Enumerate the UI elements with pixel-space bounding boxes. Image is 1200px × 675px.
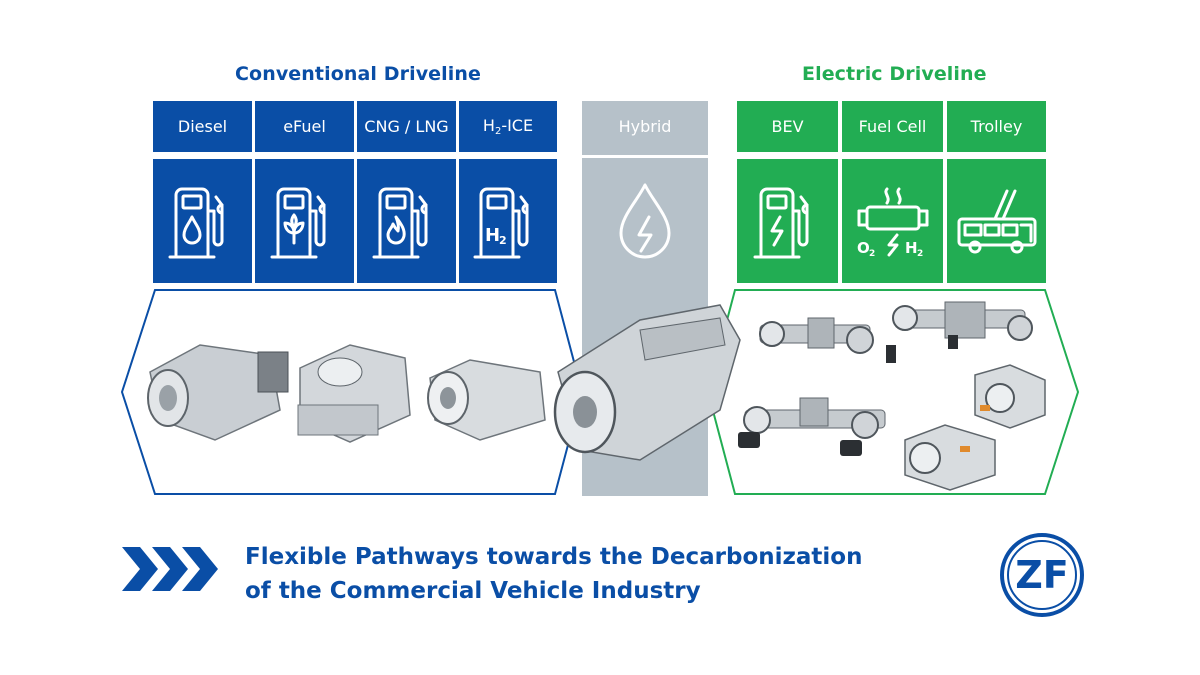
label-h2-ice: H2-ICE — [459, 101, 557, 152]
h2-ice-main: H — [482, 116, 495, 135]
icon-box-hybrid — [582, 159, 708, 283]
e-drive-image-1 — [974, 364, 1046, 429]
label-efuel-text: eFuel — [283, 117, 326, 136]
headline-line-2: of the Commercial Vehicle Industry — [245, 578, 701, 604]
label-fuel-cell: Fuel Cell — [842, 101, 943, 152]
zf-logo: ZF — [1000, 533, 1084, 617]
icon-box-diesel — [153, 159, 252, 283]
label-diesel-text: Diesel — [177, 117, 228, 136]
fuel-pump-droplet-icon — [168, 187, 223, 259]
e-axle-image-1 — [759, 317, 896, 363]
label-diesel: Diesel — [153, 101, 252, 152]
charging-station-icon — [753, 187, 808, 259]
triple-chevron-right-icon — [122, 547, 218, 591]
icon-box-cng-lng — [357, 159, 456, 283]
icon-box-trolley — [947, 159, 1046, 283]
fuel-pump-h2-icon: H 2 — [473, 187, 529, 259]
electric-driveline-title: Electric Driveline — [802, 63, 987, 85]
o2-text: O — [857, 239, 870, 257]
h2-ice-sub: 2 — [494, 126, 502, 137]
label-cng-lng-text: CNG / LNG — [364, 117, 449, 136]
label-bev-text: BEV — [771, 117, 804, 136]
headline-line-1: Flexible Pathways towards the Decarboniz… — [245, 544, 863, 570]
conventional-products-frame — [120, 289, 584, 495]
label-trolley: Trolley — [947, 101, 1046, 152]
h2-ice-rest: -ICE — [501, 116, 534, 135]
e-drive-image-2 — [904, 424, 996, 491]
o2-sub: 2 — [869, 249, 875, 259]
h2-icon-text: H — [485, 225, 500, 246]
transmission-image-2 — [297, 344, 411, 443]
transmission-image-3 — [427, 359, 546, 441]
label-trolley-text: Trolley — [970, 117, 1023, 136]
icon-box-fuel-cell: O 2 H 2 — [842, 159, 943, 283]
icon-box-bev — [737, 159, 838, 283]
label-hybrid: Hybrid — [582, 101, 708, 152]
fuel-cell-icon: O 2 H 2 — [857, 187, 928, 259]
label-fuel-cell-text: Fuel Cell — [858, 117, 927, 136]
h2-text: H — [905, 239, 918, 257]
e-axle-image-3 — [738, 397, 886, 456]
e-axle-image-2 — [892, 301, 1033, 349]
trolley-bus-icon — [957, 189, 1036, 254]
h2-icon-sub: 2 — [499, 234, 507, 247]
fuel-pump-plant-icon — [270, 187, 325, 259]
label-hybrid-text: Hybrid — [618, 117, 672, 136]
h2-sub: 2 — [917, 249, 923, 259]
zf-logo-text: ZF — [1015, 553, 1069, 597]
headline: Flexible Pathways towards the Decarboniz… — [245, 540, 862, 608]
icon-box-efuel — [255, 159, 354, 283]
droplet-lightning-icon — [619, 183, 671, 259]
hybrid-transmission-image — [553, 304, 741, 461]
conventional-driveline-title: Conventional Driveline — [235, 63, 482, 85]
label-cng-lng: CNG / LNG — [357, 101, 456, 152]
label-h2-ice-text: H2-ICE — [483, 116, 533, 137]
label-bev: BEV — [737, 101, 838, 152]
label-efuel: eFuel — [255, 101, 354, 152]
hybrid-divider — [582, 155, 708, 158]
transmission-image-1 — [147, 344, 289, 441]
fuel-pump-flame-icon — [372, 187, 427, 259]
icon-box-h2-ice: H 2 — [459, 159, 557, 283]
